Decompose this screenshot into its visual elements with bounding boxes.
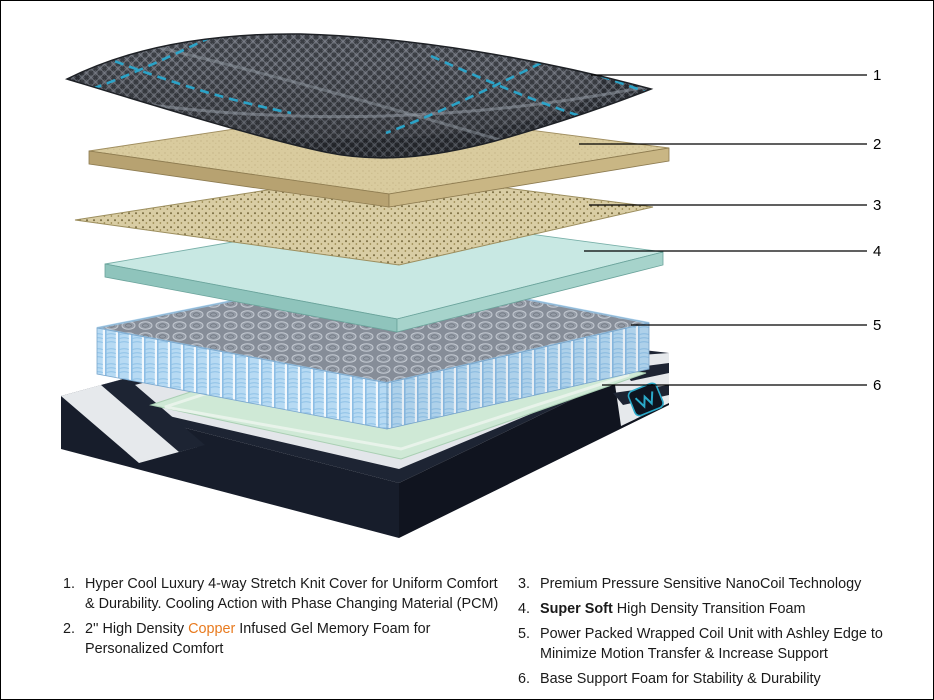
legend-item-6: 6. Base Support Foam for Stability & Dur… bbox=[518, 670, 933, 690]
callout-lines bbox=[579, 74, 867, 386]
legend-text-run: Infused Gel Memory Foam for Personalized… bbox=[85, 620, 431, 657]
brand-logo bbox=[627, 382, 664, 417]
legend-item-number: 2. bbox=[63, 620, 76, 637]
legend-item-number: 3. bbox=[518, 576, 531, 592]
legend-text-run: Hyper Cool Luxury 4-way Stretch Knit Cov… bbox=[85, 576, 499, 612]
mattress-exploded-diagram bbox=[61, 33, 867, 538]
legend: 1. Hyper Cool Luxury 4-way Stretch Knit … bbox=[1, 575, 933, 694]
legend-text-run: High Density Transition Foam bbox=[612, 600, 806, 617]
callout-number-2: 2 bbox=[873, 136, 882, 153]
legend-item-2: 2. 2'' High Density Copper Infused Gel M… bbox=[63, 620, 500, 660]
legend-item-4: 4. Super Soft High Density Transition Fo… bbox=[518, 600, 933, 620]
legend-item-text: 2'' High Density Copper Infused Gel Memo… bbox=[85, 620, 500, 660]
legend-text-run: 2'' High Density bbox=[85, 620, 189, 637]
legend-column-right: 3. Premium Pressure Sensitive NanoCoil T… bbox=[518, 575, 933, 694]
callout-number-3: 3 bbox=[873, 197, 882, 214]
callout-number-6: 6 bbox=[873, 377, 882, 394]
copper-highlight: Copper bbox=[188, 620, 236, 637]
legend-item-number: 5. bbox=[518, 625, 531, 642]
legend-item-number: 6. bbox=[518, 670, 531, 687]
legend-item-text: Premium Pressure Sensitive NanoCoil Tech… bbox=[540, 575, 861, 595]
legend-text-run: Premium Pressure Sensitive NanoCoil Tech… bbox=[540, 576, 862, 592]
callout-number-4: 4 bbox=[873, 243, 882, 260]
legend-text-run: Power Packed Wrapped Coil Unit with Ashl… bbox=[540, 625, 883, 662]
legend-item-text: Power Packed Wrapped Coil Unit with Ashl… bbox=[540, 625, 892, 665]
legend-item-number: 4. bbox=[518, 600, 531, 617]
legend-item-text: Hyper Cool Luxury 4-way Stretch Knit Cov… bbox=[85, 575, 500, 615]
callout-number-5: 5 bbox=[873, 317, 882, 334]
legend-column-left: 1. Hyper Cool Luxury 4-way Stretch Knit … bbox=[63, 575, 500, 694]
legend-item-3: 3. Premium Pressure Sensitive NanoCoil T… bbox=[518, 575, 933, 595]
legend-text-run: Base Support Foam for Stability & Durabi… bbox=[540, 670, 821, 687]
legend-item-text: Base Support Foam for Stability & Durabi… bbox=[540, 670, 821, 690]
layer-1-knit-cover bbox=[64, 33, 654, 159]
legend-item-5: 5. Power Packed Wrapped Coil Unit with A… bbox=[518, 625, 933, 665]
legend-item-text: Super Soft High Density Transition Foam bbox=[540, 600, 806, 620]
legend-item-1: 1. Hyper Cool Luxury 4-way Stretch Knit … bbox=[63, 575, 500, 615]
supersoft-bold: Super Soft bbox=[540, 600, 613, 617]
callout-number-1: 1 bbox=[873, 67, 882, 84]
legend-item-number: 1. bbox=[63, 576, 76, 592]
